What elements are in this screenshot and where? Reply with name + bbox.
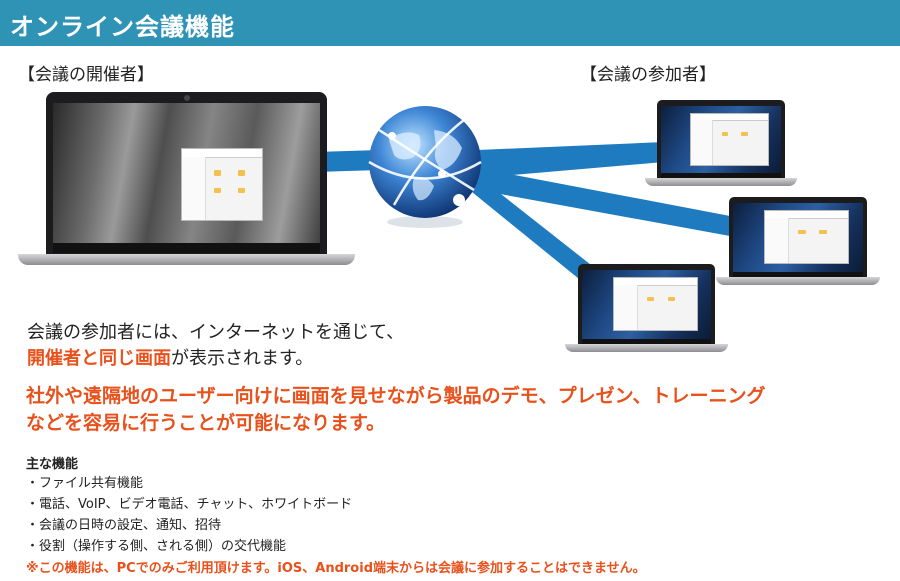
feature-item: ・会議の日時の設定、通知、招待: [26, 518, 222, 533]
feature-item: ・電話、VoIP、ビデオ電話、チャット、ホワイトボード: [26, 497, 353, 512]
description-line-1: 会議の参加者には、インターネットを通じて、: [27, 322, 405, 343]
header-bar: オンライン会議機能: [0, 0, 900, 46]
host-connector: [315, 150, 380, 172]
taskbar: [53, 242, 320, 253]
host-laptop-bezel: [46, 92, 327, 254]
folder-icon: [238, 187, 246, 194]
file-explorer-window: [181, 148, 264, 221]
host-laptop: [18, 92, 355, 265]
folder-icon: [214, 170, 222, 176]
highlight-text: 開催者と同じ画面: [27, 348, 171, 369]
participant-screen: [733, 203, 863, 277]
host-label: 【会議の開催者】: [18, 65, 154, 85]
globe-icon: [368, 106, 482, 228]
file-explorer-window: [689, 113, 769, 166]
participant-connector-bottom: [472, 176, 600, 296]
participant-screen: [661, 106, 781, 178]
platform-note: ※この機能は、PCでのみご利用頂けます。iOS、Android端末からは会議に参…: [26, 561, 646, 576]
file-explorer-window: [764, 210, 850, 265]
host-screen: [53, 103, 320, 253]
page-title: オンライン会議機能: [10, 12, 235, 41]
participant-laptop: [565, 264, 728, 352]
description-line-2: 開催者と同じ画面が表示されます。: [27, 344, 313, 370]
folder-icon: [238, 170, 246, 176]
feature-item: ・ファイル共有機能: [26, 476, 144, 491]
participant-laptop: [645, 100, 797, 186]
participant-laptop: [716, 197, 880, 285]
emphasis-line-1: 社外や遠隔地のユーザー向けに画面を見せながら製品のデモ、プレゼン、トレーニング: [26, 385, 766, 407]
participant-connector-top: [478, 142, 664, 178]
file-explorer-window: [612, 277, 698, 332]
host-laptop-base: [18, 254, 355, 265]
feature-item: ・役割（操作する側、される側）の交代機能: [26, 539, 287, 554]
webcam-icon: [184, 95, 190, 101]
description-line-2-rest: が表示されます。: [171, 348, 314, 369]
emphasis-line-2: などを容易に行うことが可能になります。: [26, 412, 386, 434]
participant-connector-middle: [478, 168, 730, 236]
participant-screen: [582, 270, 711, 344]
folder-icon: [214, 187, 222, 194]
features-title: 主な機能: [26, 457, 79, 472]
participants-label: 【会議の参加者】: [580, 65, 716, 85]
